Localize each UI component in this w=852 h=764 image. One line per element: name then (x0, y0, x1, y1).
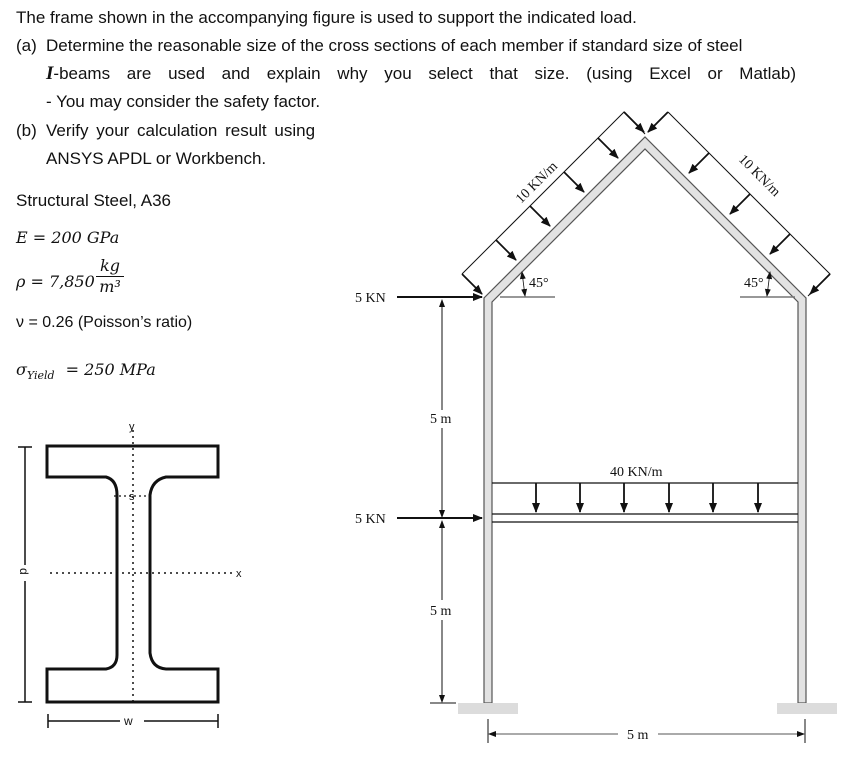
part-b-line2: ANSYS APDL or Workbench. (46, 149, 267, 168)
dim-lower-label: 5 m (430, 604, 452, 619)
youngs-modulus: E = 200 GPa (16, 228, 120, 247)
roof-load-right-box (667, 111, 831, 297)
angle-left-label: 45° (529, 276, 549, 291)
sigma-symbol: σ (16, 360, 27, 379)
frame-member (483, 136, 807, 704)
angle-right-label: 45° (744, 276, 764, 291)
ibeam-letter: I -beams are used and explain why you se… (46, 64, 796, 84)
density-prefix: ρ = 7,850 (16, 272, 95, 291)
sigma-value: = 250 MPa (65, 360, 156, 379)
ibeam-outline (45, 444, 220, 704)
density-denominator: m³ (99, 277, 121, 296)
density-fraction: kg m³ (96, 256, 124, 297)
axis-y-label: y (129, 421, 135, 433)
part-b-label: (b) (16, 121, 37, 140)
yield-stress: σYield = 250 MPa (16, 360, 156, 386)
problem-intro: The frame shown in the accompanying figu… (16, 8, 637, 27)
part-a-line3: - You may consider the safety factor. (46, 92, 321, 111)
roof-load-left-box (461, 111, 646, 275)
fraction-bar (96, 276, 124, 277)
beam-load-label: 40 KN/m (610, 465, 663, 480)
point-load-mid-label: 5 KN (355, 512, 386, 527)
material-name: Structural Steel, A36 (16, 191, 171, 210)
density-numerator: kg (100, 256, 120, 275)
roof-load-right-label: 10 KN/m (735, 152, 783, 200)
web-thickness-label: s (129, 491, 135, 503)
part-a-line1: Determine the reasonable size of the cro… (46, 36, 743, 55)
ibeam-italic: I (46, 63, 54, 84)
width-label: w (123, 714, 133, 728)
height-label: d (17, 568, 31, 575)
axis-x-label: x (236, 568, 242, 580)
left-support (458, 703, 518, 714)
sigma-subscript: Yield (26, 369, 55, 383)
part-a-label: (a) (16, 36, 37, 55)
right-support (777, 703, 837, 714)
poisson-ratio: ν = 0.26 (Poisson’s ratio) (16, 314, 193, 331)
point-load-top-label: 5 KN (355, 291, 386, 306)
part-a-line2: -beams are used and explain why you sele… (53, 64, 796, 83)
dim-upper-label: 5 m (430, 412, 452, 427)
roof-load-left-label: 10 KN/m (513, 159, 561, 207)
part-b-line1: Verify your calculation result using (46, 121, 316, 140)
part-a-line2-wrap: I -beams are used and explain why you se… (46, 64, 796, 84)
dim-span-label: 5 m (627, 728, 649, 743)
